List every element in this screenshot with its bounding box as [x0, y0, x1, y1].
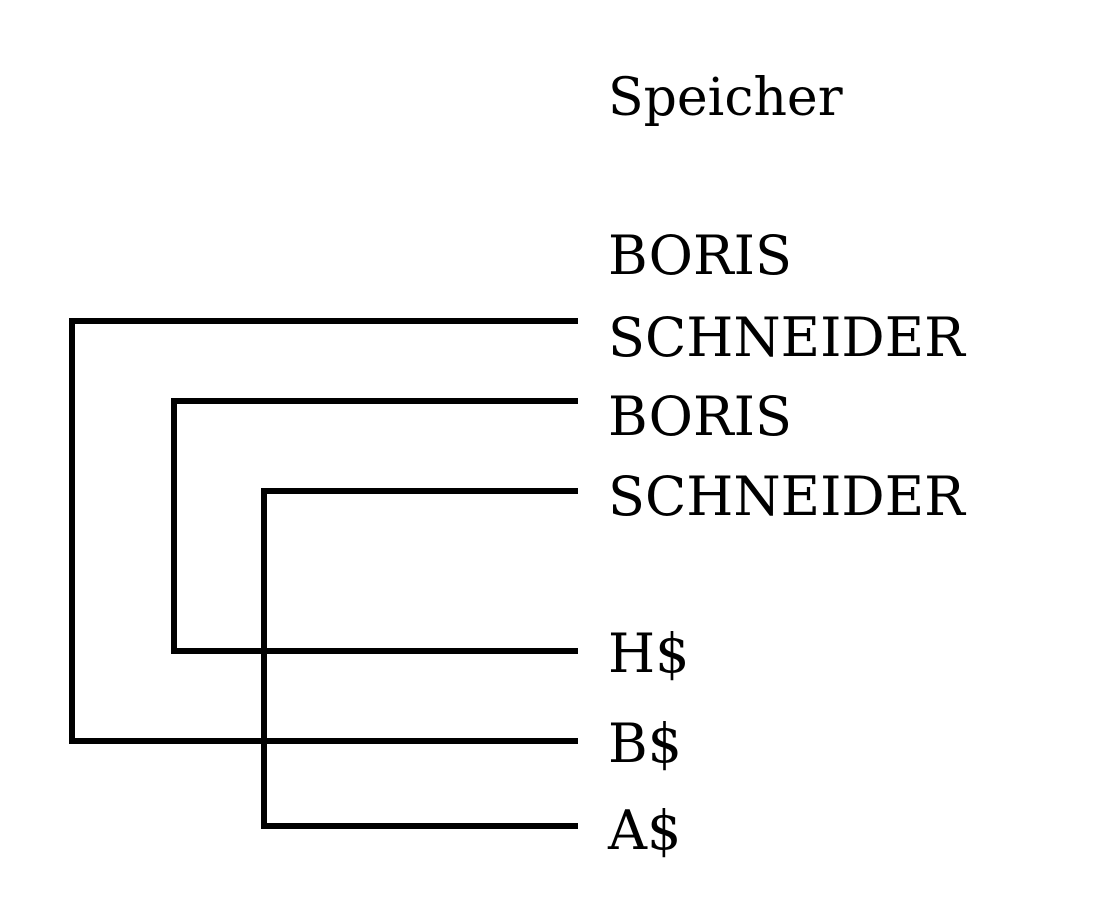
- connector-a-to-schneider-2: [261, 488, 578, 829]
- variable-h: H$: [608, 622, 690, 685]
- memory-cell-2: SCHNEIDER: [608, 306, 965, 369]
- connector-b-to-schneider-1: [69, 318, 578, 744]
- memory-title: Speicher: [608, 68, 843, 128]
- memory-cell-3: BORIS: [608, 385, 792, 448]
- memory-cell-4: SCHNEIDER: [608, 465, 965, 528]
- variable-b: B$: [608, 712, 683, 775]
- connector-h-to-boris-2: [171, 398, 578, 654]
- memory-cell-1: BORIS: [608, 224, 792, 287]
- variable-a: A$: [608, 799, 682, 862]
